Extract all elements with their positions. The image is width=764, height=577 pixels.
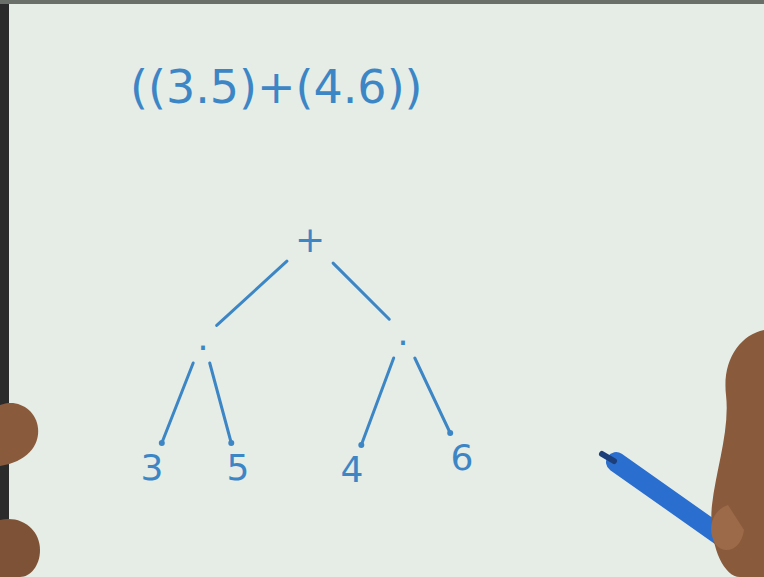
top-edge: [0, 0, 764, 4]
vertex-dot: [228, 440, 234, 446]
right-hand: [711, 330, 764, 577]
tree-edge: [361, 358, 393, 445]
leaf-node: 4: [336, 448, 369, 492]
operator-node: .: [392, 311, 413, 355]
leaf-node: 3: [136, 446, 169, 490]
operator-node: +: [290, 218, 330, 262]
node-label: 5: [227, 450, 250, 486]
tree-edge: [210, 363, 232, 443]
left-hand: [0, 403, 40, 577]
tree-edge: [217, 261, 287, 325]
operator-node: .: [192, 316, 213, 360]
node-label: .: [397, 315, 408, 351]
dark-edge: [0, 0, 9, 577]
leaf-node: 6: [446, 436, 479, 480]
node-label: 3: [141, 450, 164, 486]
vertex-dot: [447, 430, 453, 436]
node-label: .: [197, 320, 208, 356]
tree-edge: [162, 363, 193, 443]
expression-title: ((3.5)+(4.6)): [130, 62, 423, 113]
node-label: 4: [341, 452, 364, 488]
leaf-node: 5: [222, 446, 255, 490]
vertex-dot: [159, 440, 165, 446]
node-label: 6: [451, 440, 474, 476]
node-label: +: [295, 222, 325, 258]
tree-edge: [415, 358, 450, 433]
tree-edge: [333, 263, 389, 319]
vertex-dot: [358, 442, 364, 448]
